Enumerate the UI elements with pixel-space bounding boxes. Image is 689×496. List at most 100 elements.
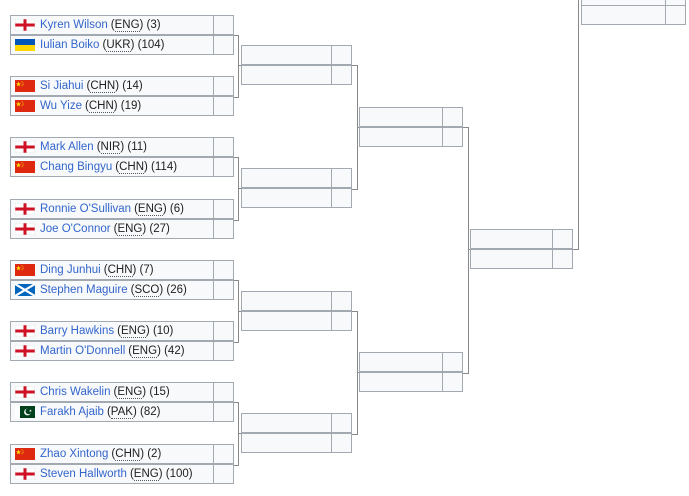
empty-slot <box>359 127 463 147</box>
player-entry: Stephen Maguire(SCO) (26) <box>11 281 213 299</box>
seed-number: (104) <box>137 39 165 51</box>
player-name-link[interactable]: Wu Yize <box>40 100 82 112</box>
empty-slot <box>241 291 352 311</box>
country-code: CHN <box>107 264 133 277</box>
player-name-link[interactable]: Ronnie O'Sullivan <box>40 203 132 215</box>
seed-number: (7) <box>139 264 154 276</box>
china-flag-icon <box>15 80 35 92</box>
empty-slot <box>241 311 352 331</box>
player-country-seed: (PAK) (82) <box>106 406 161 419</box>
player-name-link[interactable]: Si Jiahui <box>40 80 84 92</box>
player-name-link[interactable]: Chris Wakelin <box>40 386 111 398</box>
score-cell <box>665 6 685 24</box>
score-cell <box>442 353 462 371</box>
country-code: ENG <box>120 325 146 338</box>
score-cell <box>442 128 462 146</box>
seed-number: (11) <box>127 141 147 153</box>
score-cell <box>213 445 233 463</box>
player-entry <box>242 434 331 452</box>
seed-number: (82) <box>139 406 161 418</box>
bracket-connector <box>238 65 241 67</box>
player-name-link[interactable]: Barry Hawkins <box>40 325 115 337</box>
seed-number: (10) <box>152 325 174 337</box>
player-name-link[interactable]: Stephen Maguire <box>40 284 128 296</box>
player-entry: Zhao Xintong(CHN) (2) <box>11 445 213 463</box>
country-code: UKR <box>106 39 131 52</box>
seed-number: (19) <box>120 100 142 112</box>
empty-slot <box>241 433 352 453</box>
score-cell <box>213 36 233 54</box>
bracket-connector <box>238 310 241 313</box>
empty-slot <box>470 249 573 269</box>
player-entry: Kyren Wilson(ENG) (3) <box>11 16 213 34</box>
england-flag-icon <box>14 467 36 481</box>
player-name-link[interactable]: Martin O'Donnell <box>40 345 126 357</box>
player-country-seed: (NIR) (11) <box>96 141 147 154</box>
score-cell <box>331 292 351 310</box>
score-cell <box>665 0 685 5</box>
player-slot: Ding Junhui(CHN) (7) <box>10 260 234 280</box>
country-code: ENG <box>132 345 158 358</box>
score-cell <box>213 200 233 218</box>
player-name-link[interactable]: Farakh Ajaib <box>40 406 104 418</box>
score-cell <box>213 281 233 299</box>
player-slot: Stephen Maguire(SCO) (26) <box>10 280 234 300</box>
seed-number: (100) <box>165 468 193 480</box>
player-entry: Joe O'Connor(ENG) (27) <box>11 220 213 238</box>
player-country-seed: (ENG) (6) <box>134 203 184 216</box>
score-cell <box>213 261 233 279</box>
player-name-link[interactable]: Mark Allen <box>40 141 94 153</box>
player-name-link[interactable]: Ding Junhui <box>40 264 101 276</box>
score-cell <box>442 373 462 391</box>
score-cell <box>213 322 233 340</box>
empty-slot <box>241 65 352 85</box>
player-entry: Iulian Boiko(UKR) (104) <box>11 36 213 54</box>
player-country-seed: (SCO) (26) <box>130 284 187 297</box>
country-code: ENG <box>117 386 143 399</box>
england-flag-icon <box>14 324 36 338</box>
player-slot: Si Jiahui(CHN) (14) <box>10 76 234 96</box>
china-flag-icon <box>15 161 35 173</box>
score-cell <box>213 383 233 401</box>
empty-slot <box>241 168 352 188</box>
player-slot: Martin O'Donnell(ENG) (42) <box>10 341 234 361</box>
country-code: NIR <box>100 141 121 154</box>
player-country-seed: (ENG) (42) <box>128 345 185 358</box>
score-cell <box>331 434 351 452</box>
player-slot: Chang Bingyu(CHN) (114) <box>10 157 234 177</box>
player-country-seed: (ENG) (10) <box>117 325 174 338</box>
player-name-link[interactable]: Zhao Xintong <box>40 448 109 460</box>
ukraine-flag-icon <box>15 39 35 51</box>
empty-slot <box>359 372 463 392</box>
bracket-connector <box>463 127 469 374</box>
pakistan-flag-icon <box>15 406 35 418</box>
player-entry <box>242 169 331 187</box>
empty-slot <box>241 413 352 433</box>
player-name-link[interactable]: Chang Bingyu <box>40 161 113 173</box>
score-cell <box>213 403 233 421</box>
country-code: ENG <box>137 203 163 216</box>
england-flag-icon <box>14 140 36 154</box>
player-name-link[interactable]: Steven Hallworth <box>40 468 127 480</box>
player-entry: Wu Yize(CHN) (19) <box>11 97 213 115</box>
empty-slot <box>359 107 463 127</box>
empty-slot <box>241 188 352 208</box>
score-cell <box>331 46 351 64</box>
bracket-connector <box>238 433 241 434</box>
player-slot: Chris Wakelin(ENG) (15) <box>10 382 234 402</box>
scotland-flag-icon <box>14 283 36 297</box>
player-entry: Mark Allen(NIR) (11) <box>11 138 213 156</box>
player-entry <box>242 312 331 330</box>
player-name-link[interactable]: Iulian Boiko <box>40 39 100 51</box>
player-country-seed: (CHN) (14) <box>86 80 143 93</box>
player-name-link[interactable]: Joe O'Connor <box>40 223 111 235</box>
player-country-seed: (CHN) (2) <box>111 448 162 461</box>
country-code: CHN <box>88 100 114 113</box>
score-cell <box>552 250 572 268</box>
player-entry: Martin O'Donnell(ENG) (42) <box>11 342 213 360</box>
player-entry <box>360 373 442 391</box>
player-entry: Farakh Ajaib(PAK) (82) <box>11 403 213 421</box>
player-name-link[interactable]: Kyren Wilson <box>40 19 108 31</box>
player-entry: Chris Wakelin(ENG) (15) <box>11 383 213 401</box>
